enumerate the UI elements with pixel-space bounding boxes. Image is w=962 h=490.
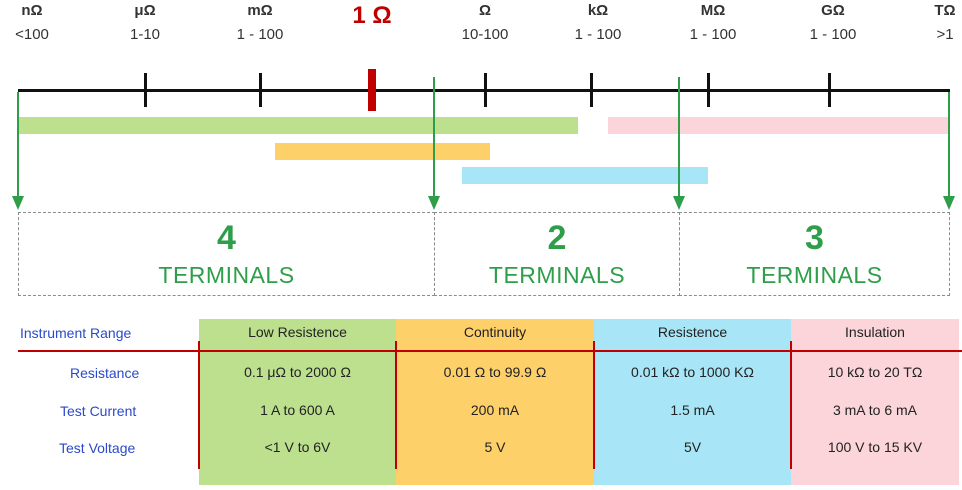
scale-tick <box>590 73 593 107</box>
unit-mega-ohm: MΩ <box>700 2 726 19</box>
row-label-test-voltage: Test Voltage <box>59 440 136 456</box>
table-cell: 0.01 kΩ to 1000 KΩ <box>631 364 754 380</box>
table-cell: 3 mA to 6 mA <box>832 402 918 418</box>
zone-number: 2 <box>547 219 567 257</box>
column-header: Low Resistence <box>248 324 347 340</box>
table-column-low-resistance: Low Resistence 0.1 μΩ to 2000 Ω 1 A to 6… <box>199 319 396 485</box>
scale-tick <box>707 73 710 107</box>
zone-label: TERMINALS <box>746 262 883 288</box>
resistance-range-bar <box>462 167 708 184</box>
zone-label: TERMINALS <box>488 262 626 288</box>
unit-tera-ohm: TΩ <box>934 2 956 19</box>
column-header: Continuity <box>463 324 527 340</box>
table-column-divider <box>790 341 792 469</box>
zone-label: TERMINALS <box>158 262 295 288</box>
low-resistance-range-bar <box>18 117 578 134</box>
arrow-down-icon <box>12 196 24 210</box>
unit-micro-ohm: μΩ <box>134 2 156 19</box>
table-column-insulation: Insulation 10 kΩ to 20 TΩ 3 mA to 6 mA 1… <box>791 319 959 485</box>
table-cell: 1 A to 600 A <box>260 402 335 418</box>
table-cell: 5 V <box>484 439 506 455</box>
scale-tick <box>484 73 487 107</box>
column-header: Insulation <box>845 324 905 340</box>
insulation-range-bar <box>608 117 950 134</box>
unit-kilo-ohm: kΩ <box>587 2 609 19</box>
row-label-resistance: Resistance <box>70 365 140 381</box>
table-cell: 200 mA <box>470 402 520 418</box>
column-header: Resistence <box>657 324 728 340</box>
table-cell: <1 V to 6V <box>264 439 331 455</box>
unit-one-ohm: 1 Ω <box>352 2 392 29</box>
unit-nano-ohm: nΩ <box>21 2 43 19</box>
scale-tick-one-ohm <box>368 69 376 111</box>
zone-four-terminals: 4 TERMINALS <box>18 212 435 296</box>
zone-boundary-line <box>433 77 435 196</box>
continuity-range-bar <box>275 143 490 160</box>
table-cell: 100 V to 15 KV <box>827 439 923 455</box>
zone-three-terminals: 3 TERMINALS <box>679 212 950 296</box>
table-cell: 0.1 μΩ to 2000 Ω <box>244 364 351 380</box>
unit-nano-ohm-range: <100 <box>15 26 49 43</box>
unit-giga-ohm-range: 1 - 100 <box>809 26 857 43</box>
zone-number: 4 <box>217 219 236 257</box>
zone-two-terminals: 2 TERMINALS <box>434 212 680 296</box>
unit-ohm: Ω <box>478 2 492 19</box>
unit-mega-ohm-range: 1 - 100 <box>689 26 737 43</box>
table-column-divider <box>593 341 595 469</box>
unit-kilo-ohm-range: 1 - 100 <box>574 26 622 43</box>
scale-tick <box>144 73 147 107</box>
row-label-test-current: Test Current <box>60 403 137 419</box>
table-cell: 10 kΩ to 20 TΩ <box>827 364 923 380</box>
table-header-label: Instrument Range <box>20 325 132 341</box>
scale-tick <box>828 73 831 107</box>
unit-tera-ohm-range: >1 <box>936 26 954 43</box>
unit-giga-ohm: GΩ <box>821 2 845 19</box>
table-column-resistance: Resistence 0.01 kΩ to 1000 KΩ 1.5 mA 5V <box>594 319 791 485</box>
table-column-divider <box>198 341 200 469</box>
zone-boundary-line <box>948 92 950 196</box>
table-column-continuity: Continuity 0.01 Ω to 99.9 Ω 200 mA 5 V <box>396 319 594 485</box>
table-column-divider <box>395 341 397 469</box>
arrow-down-icon <box>673 196 685 210</box>
table-header-rule <box>18 350 962 352</box>
unit-milli-ohm-range: 1 - 100 <box>236 26 284 43</box>
arrow-down-icon <box>943 196 955 210</box>
unit-milli-ohm: mΩ <box>247 2 273 19</box>
arrow-down-icon <box>428 196 440 210</box>
table-cell: 0.01 Ω to 99.9 Ω <box>443 364 547 380</box>
scale-tick <box>259 73 262 107</box>
unit-ohm-range: 10-100 <box>461 26 509 43</box>
table-cell: 1.5 mA <box>670 402 715 418</box>
table-cell: 5V <box>683 439 702 455</box>
unit-micro-ohm-range: 1-10 <box>129 26 161 43</box>
zone-boundary-line <box>17 92 19 196</box>
zone-boundary-line <box>678 77 680 196</box>
zone-number: 3 <box>805 219 824 257</box>
